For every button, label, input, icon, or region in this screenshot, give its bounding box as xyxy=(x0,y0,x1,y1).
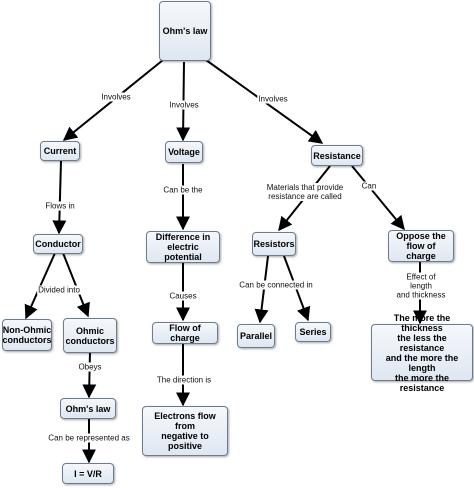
link-label-materials-resistance: Materials that provide resistance are ca… xyxy=(265,183,345,201)
connector-current-conductor xyxy=(52,160,67,235)
link-label-involves-current: Involves xyxy=(100,92,132,102)
link-label-can: Can xyxy=(360,181,378,191)
link-label-divided-into: Divided into xyxy=(37,285,81,295)
link-label-involves-resistance: Involves xyxy=(257,94,289,104)
link-label-causes: Causes xyxy=(168,291,198,301)
link-label-can-be-represented-as: Can be represented as xyxy=(47,433,131,443)
node-ohmic-conductors[interactable]: Ohmic conductors xyxy=(63,318,117,353)
node-ohms-law-root[interactable]: Ohm's law xyxy=(159,1,211,61)
link-label-effect-length-thickness: Effect of length and thickness xyxy=(394,272,448,300)
node-flow-of-charge[interactable]: Flow of charge xyxy=(152,322,218,344)
node-current[interactable]: Current xyxy=(40,141,80,161)
node-ohms-law-lower[interactable]: Ohm's law xyxy=(60,398,116,419)
node-voltage[interactable]: Voltage xyxy=(165,141,203,163)
node-resistors[interactable]: Resistors xyxy=(252,232,296,256)
link-label-can-be-connected-in: Can be connected in xyxy=(238,280,314,290)
node-conductor[interactable]: Conductor xyxy=(33,234,83,254)
link-label-can-be-the: Can be the xyxy=(162,185,204,195)
connector-resistance-oppose xyxy=(351,165,405,231)
connector-ohmic-ohmslaw xyxy=(82,351,97,399)
link-label-the-direction-is: The direction is xyxy=(155,375,213,385)
node-non-ohmic-conductors[interactable]: Non-Ohmic conductors xyxy=(2,319,52,351)
node-thickness-length-effect[interactable]: The more the thickness the less the resi… xyxy=(371,313,473,393)
node-oppose-flow-of-charge[interactable]: Oppose the flow of charge xyxy=(388,230,454,262)
node-parallel[interactable]: Parallel xyxy=(237,324,275,348)
link-label-flows-in: Flows in xyxy=(44,201,76,211)
node-resistance[interactable]: Resistance xyxy=(311,145,363,166)
node-formula[interactable]: I = V/R xyxy=(62,463,114,484)
link-label-involves-voltage: Involves xyxy=(168,100,200,110)
node-electrons-flow[interactable]: Electrons flow from negative to positive xyxy=(142,406,228,456)
connector-conductor-ohmic xyxy=(62,252,90,318)
node-difference-electric-potential[interactable]: Difference in electric potential xyxy=(146,231,220,263)
node-series[interactable]: Series xyxy=(295,322,331,342)
link-label-obeys: Obeys xyxy=(77,362,103,372)
